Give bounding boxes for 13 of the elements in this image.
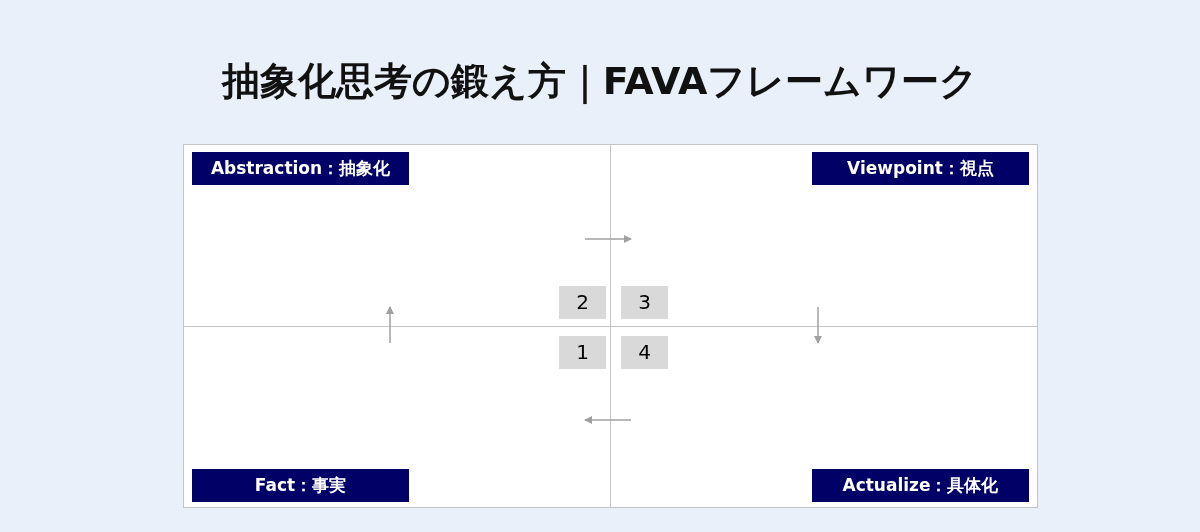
step-number: 3 [621,286,668,319]
quadrant-panel [183,144,611,327]
quadrant-label: Actualize：具体化 [812,469,1029,502]
quadrant-panel [183,326,611,508]
quadrant-panel [610,326,1038,508]
diagram-title: 抽象化思考の鍛え方｜FAVAフレームワーク [220,58,980,106]
step-number: 1 [559,336,606,369]
quadrant-label: Viewpoint：視点 [812,152,1029,185]
quadrant-label: Abstraction：抽象化 [192,152,409,185]
quadrant-panel [610,144,1038,327]
step-number: 2 [559,286,606,319]
quadrant-label: Fact：事実 [192,469,409,502]
step-number: 4 [621,336,668,369]
